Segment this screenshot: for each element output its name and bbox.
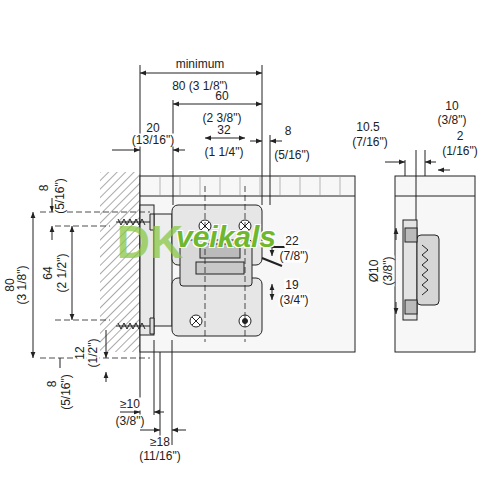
dimension-label: (7/8"): [279, 250, 310, 263]
dimension-label: minimum: [175, 58, 226, 71]
dimension-label: (5/16"): [54, 177, 67, 215]
dimension-label: 19: [284, 279, 299, 292]
dimension-label: 12: [74, 345, 87, 360]
dimension-label: 60: [214, 90, 229, 103]
dimension-label: 64: [42, 265, 55, 280]
dimension-label: (5/16"): [273, 149, 311, 162]
dimension-label: 2: [456, 130, 465, 143]
dimension-label: (3/8"): [382, 256, 395, 287]
dimension-label: ≥10: [119, 398, 141, 411]
dimension-label: (3/8"): [115, 415, 146, 428]
dimension-label: (3/4"): [279, 294, 310, 307]
dimension-label: 8: [284, 125, 293, 138]
dimension-label: 22: [284, 235, 299, 248]
dimension-label: (2 1/2"): [56, 253, 69, 294]
dimension-label: 10: [444, 100, 459, 113]
dimension-label: 8: [38, 184, 51, 193]
dimension-label: 10.5: [355, 121, 380, 134]
dimension-label: (13/16"): [131, 134, 175, 147]
watermark: veikals: [175, 222, 277, 252]
dimension-label: (5/16"): [60, 373, 73, 411]
dimension-label: (1/2"): [87, 338, 100, 369]
dimension-label: (11/16"): [138, 450, 181, 463]
dimension-label: 32: [216, 124, 231, 137]
dimension-label: (3 1/8"): [16, 265, 29, 306]
dimension-label: (1/16"): [441, 145, 479, 158]
dimension-label: (3/8"): [437, 114, 468, 127]
dimension-label: (1 1/4"): [204, 146, 245, 159]
watermark: DK: [116, 219, 184, 265]
dimension-label: Ø10: [368, 259, 381, 284]
dimension-label: ≥18: [149, 436, 171, 449]
dimension-label: 8: [46, 380, 59, 389]
dimension-label: (7/16"): [351, 136, 389, 149]
